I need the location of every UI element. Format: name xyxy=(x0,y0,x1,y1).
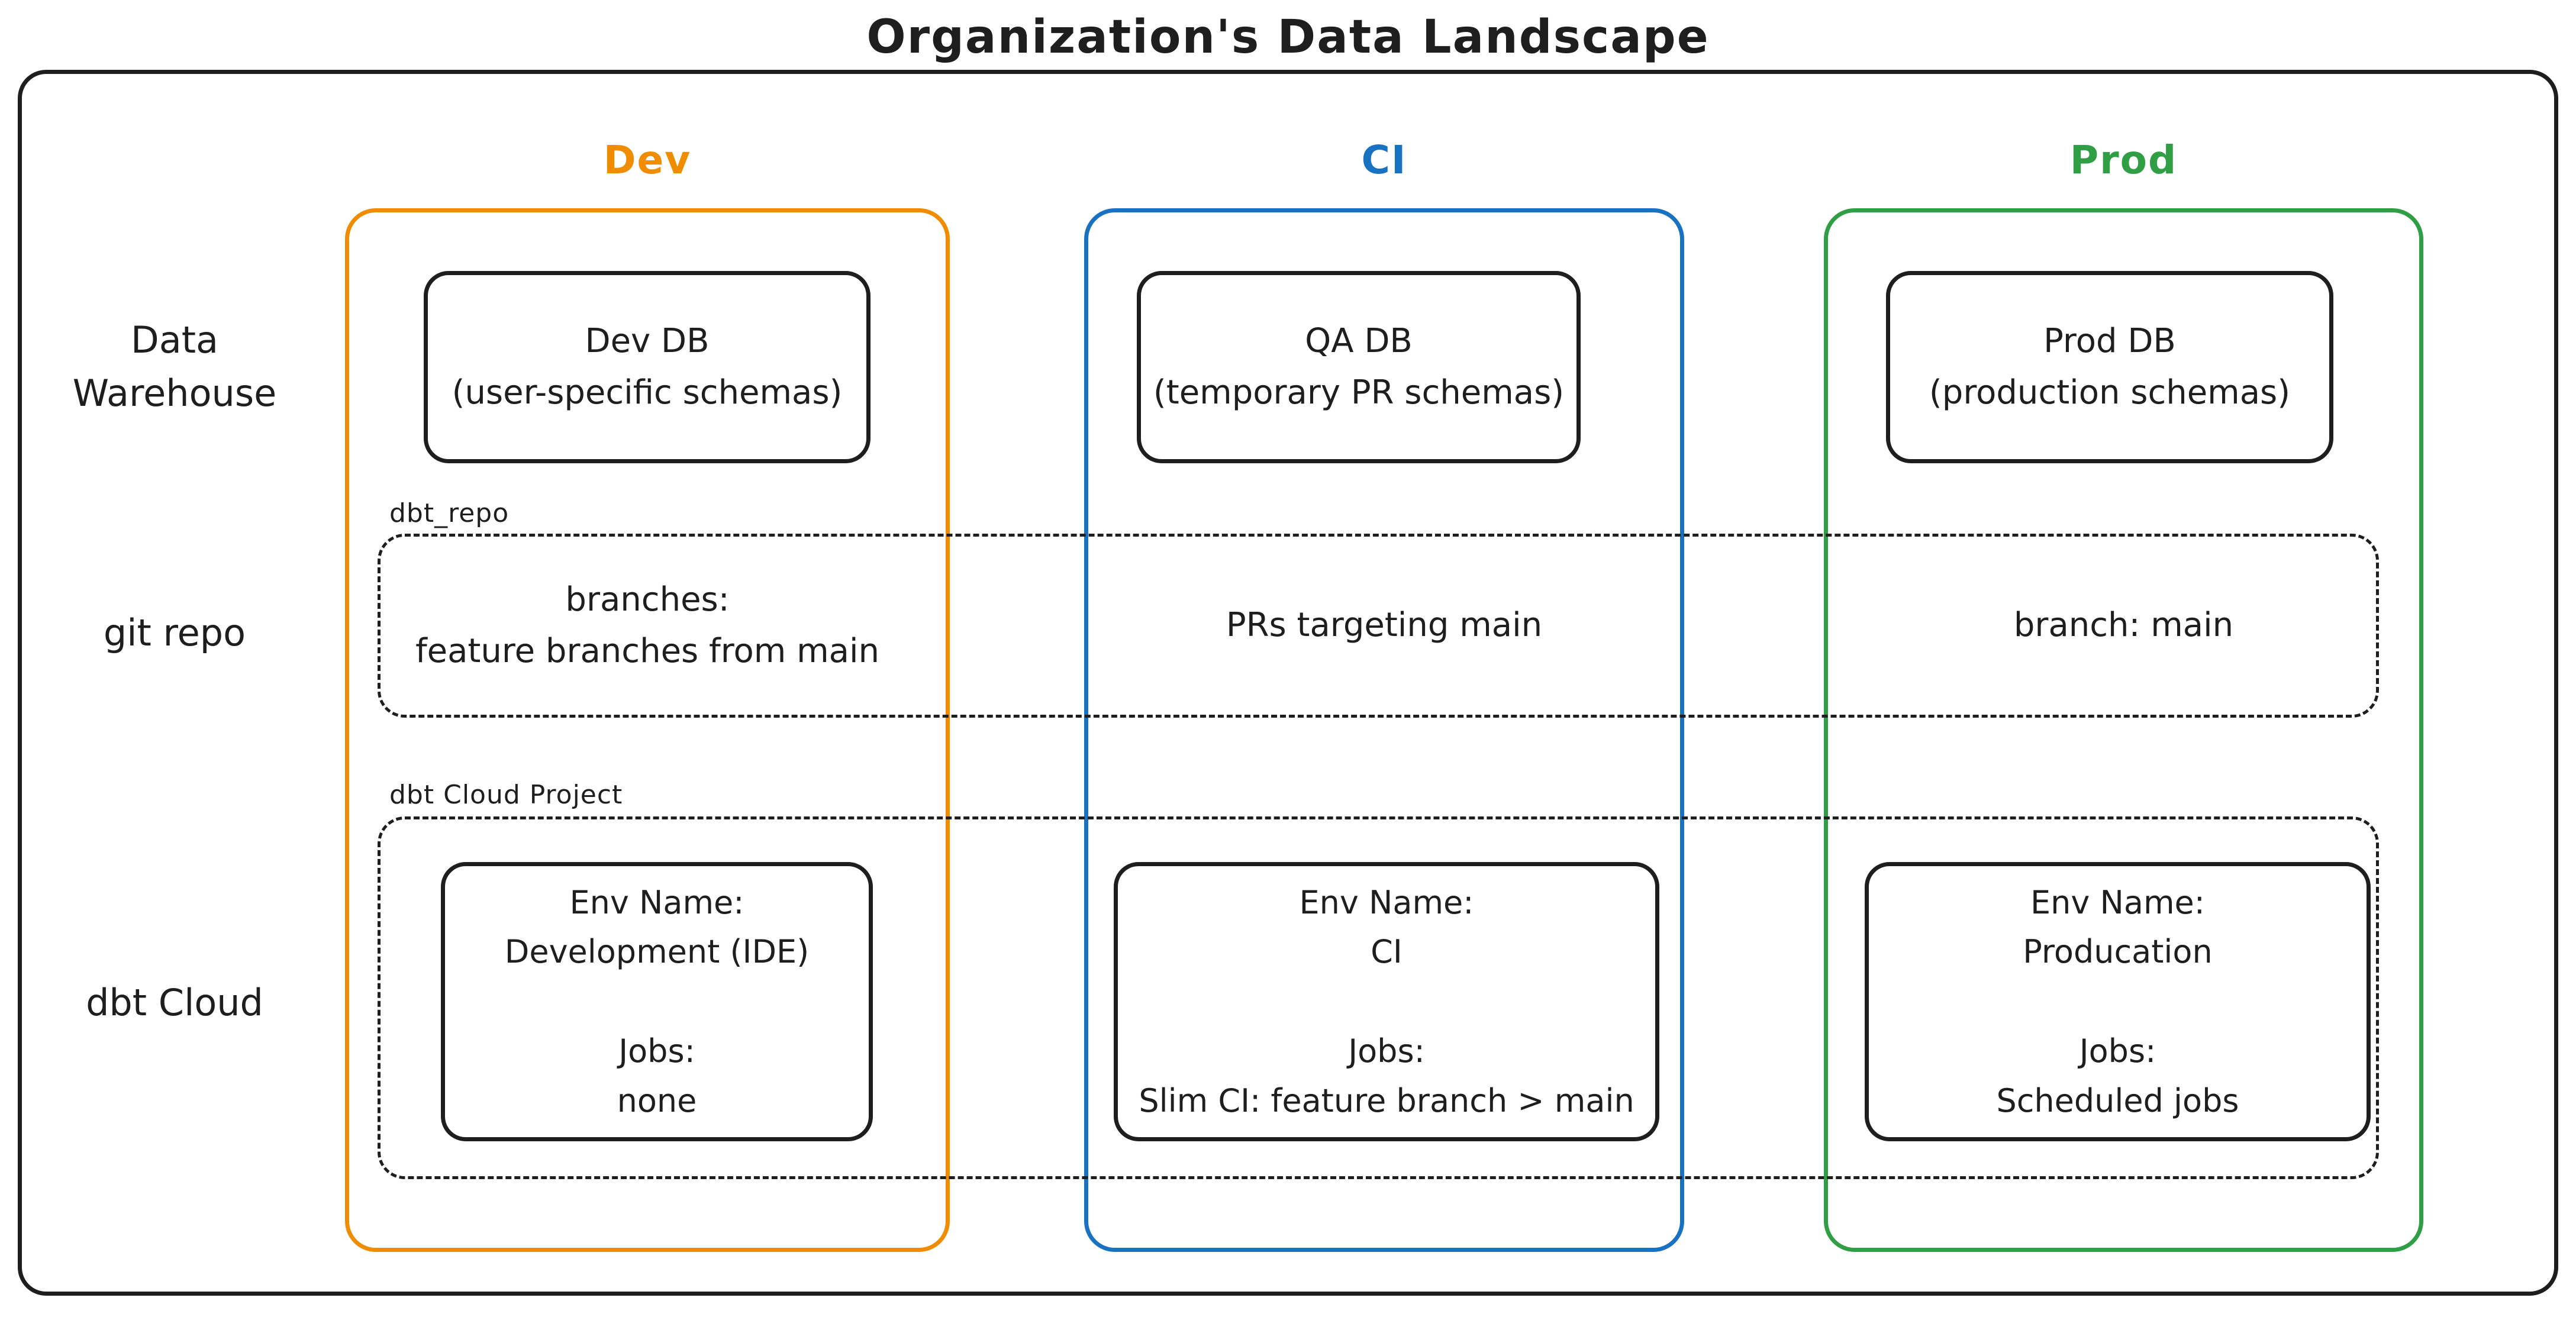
row-label-git-repo: git repo xyxy=(103,611,246,654)
env-name-value: Development (IDE) xyxy=(504,933,810,971)
ci-dbt-environment-node: Env Name: CI Jobs: Slim CI: feature bran… xyxy=(1114,862,1659,1141)
jobs-value: Scheduled jobs xyxy=(1996,1082,2239,1119)
column-header-prod: Prod xyxy=(2069,137,2178,183)
prod-git-branch-text: branch: main xyxy=(2013,606,2234,645)
env-name-label: Env Name: xyxy=(1299,883,1474,921)
row-label-dbt-cloud: dbt Cloud xyxy=(86,981,263,1024)
env-name-value: CI xyxy=(1371,933,1403,971)
jobs-label: Jobs: xyxy=(618,1032,695,1070)
jobs-value: Slim CI: feature branch > main xyxy=(1139,1082,1634,1119)
row-label-data-warehouse: Data Warehouse xyxy=(72,318,277,415)
column-header-dev: Dev xyxy=(603,137,692,183)
dbt-repo-group-label: dbt_repo xyxy=(389,498,510,528)
column-header-ci: CI xyxy=(1361,137,1407,183)
organization-boundary-box xyxy=(18,70,2558,1296)
prod-dbt-environment-node: Env Name: Producation Jobs: Scheduled jo… xyxy=(1865,862,2371,1141)
env-name-value: Producation xyxy=(2023,933,2213,971)
prod-column-box xyxy=(1824,208,2423,1252)
ci-column-box xyxy=(1084,208,1684,1252)
dbt-repo-group-box xyxy=(378,534,2379,718)
qa-db-node: QA DB (temporary PR schemas) xyxy=(1137,271,1581,463)
dev-dbt-environment-node: Env Name: Development (IDE) Jobs: none xyxy=(441,862,873,1141)
env-name-label: Env Name: xyxy=(569,883,744,921)
dev-git-branches-text: branches: feature branches from main xyxy=(415,580,880,670)
env-name-label: Env Name: xyxy=(2030,883,2205,921)
dbt-cloud-project-group-box xyxy=(378,816,2379,1179)
dbt-cloud-project-group-label: dbt Cloud Project xyxy=(389,780,623,810)
dev-column-box xyxy=(345,208,950,1252)
dev-db-node: Dev DB (user-specific schemas) xyxy=(424,271,871,463)
ci-git-prs-text: PRs targeting main xyxy=(1226,606,1543,645)
jobs-value: none xyxy=(617,1082,697,1119)
jobs-label: Jobs: xyxy=(1348,1032,1425,1070)
diagram-title: Organization's Data Landscape xyxy=(866,11,1710,64)
jobs-label: Jobs: xyxy=(2079,1032,2156,1070)
prod-db-node: Prod DB (production schemas) xyxy=(1886,271,2333,463)
